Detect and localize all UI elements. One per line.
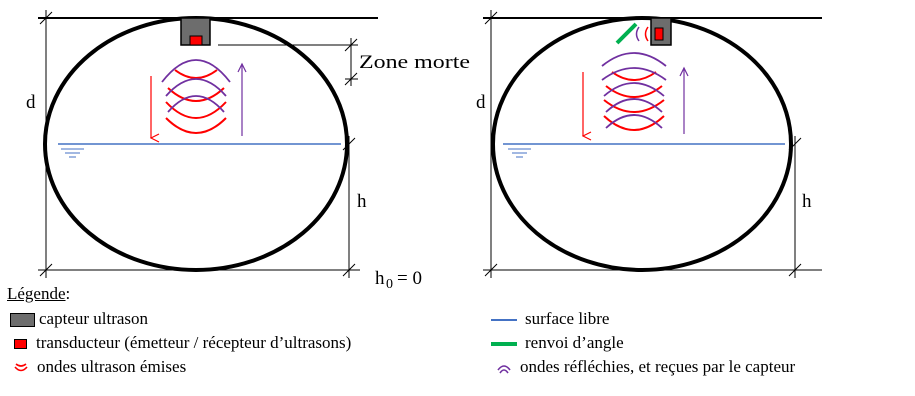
- left-diagram: d h Zone morte h 0 = 0: [26, 10, 470, 292]
- reflected-waves: [601, 52, 667, 129]
- tick: [344, 72, 358, 86]
- water-level-symbol: [508, 148, 531, 158]
- tick: [39, 263, 53, 277]
- legend-item-transducer: transducteur (émetteur / récepteur d’ult…: [14, 333, 351, 353]
- svg-text:= 0: = 0: [397, 268, 422, 289]
- angle-reflector: [615, 22, 638, 45]
- h-label: h: [802, 191, 812, 212]
- legend-item-angle-reflector: renvoi d’angle: [491, 333, 624, 353]
- tick: [342, 137, 356, 151]
- svg-text:h: h: [375, 268, 385, 289]
- tick: [788, 263, 802, 277]
- purple-arc-icon: [497, 362, 511, 374]
- tick: [344, 38, 358, 52]
- reflected-waves: [161, 59, 231, 113]
- pipe-section: [491, 16, 793, 272]
- legend-item-reflected-waves: ondes réfléchies, et reçues par le capte…: [497, 357, 795, 377]
- tick: [342, 263, 356, 277]
- tick: [484, 11, 498, 25]
- red-arc-icon: [14, 362, 28, 374]
- right-diagram: d h: [476, 10, 822, 278]
- dead-zone-label: Zone morte: [359, 52, 470, 73]
- tick: [39, 11, 53, 25]
- h0-label: h 0 = 0: [375, 268, 422, 292]
- small-wave: [644, 26, 649, 42]
- reception-arrow: [679, 66, 689, 134]
- legend-item-emitted-waves: ondes ultrason émises: [14, 357, 186, 377]
- tick: [788, 137, 802, 151]
- red-square-icon: [14, 339, 27, 350]
- water-level-symbol: [61, 148, 84, 158]
- green-bar-icon: [491, 342, 517, 347]
- transducer: [189, 35, 203, 46]
- small-wave: [635, 26, 640, 42]
- d-label: d: [26, 92, 36, 113]
- blue-line-icon: [491, 319, 517, 322]
- d-label: d: [476, 92, 486, 113]
- legend-item-free-surface: surface libre: [491, 309, 609, 329]
- tick: [484, 263, 498, 277]
- h-label: h: [357, 191, 367, 212]
- transducer: [654, 27, 664, 41]
- legend-item-sensor: capteur ultrason: [10, 309, 148, 329]
- legend-title: Légende:: [7, 284, 71, 303]
- svg-text:0: 0: [386, 277, 393, 292]
- reception-arrow: [237, 62, 247, 136]
- gray-sensor-box-icon: [10, 313, 35, 328]
